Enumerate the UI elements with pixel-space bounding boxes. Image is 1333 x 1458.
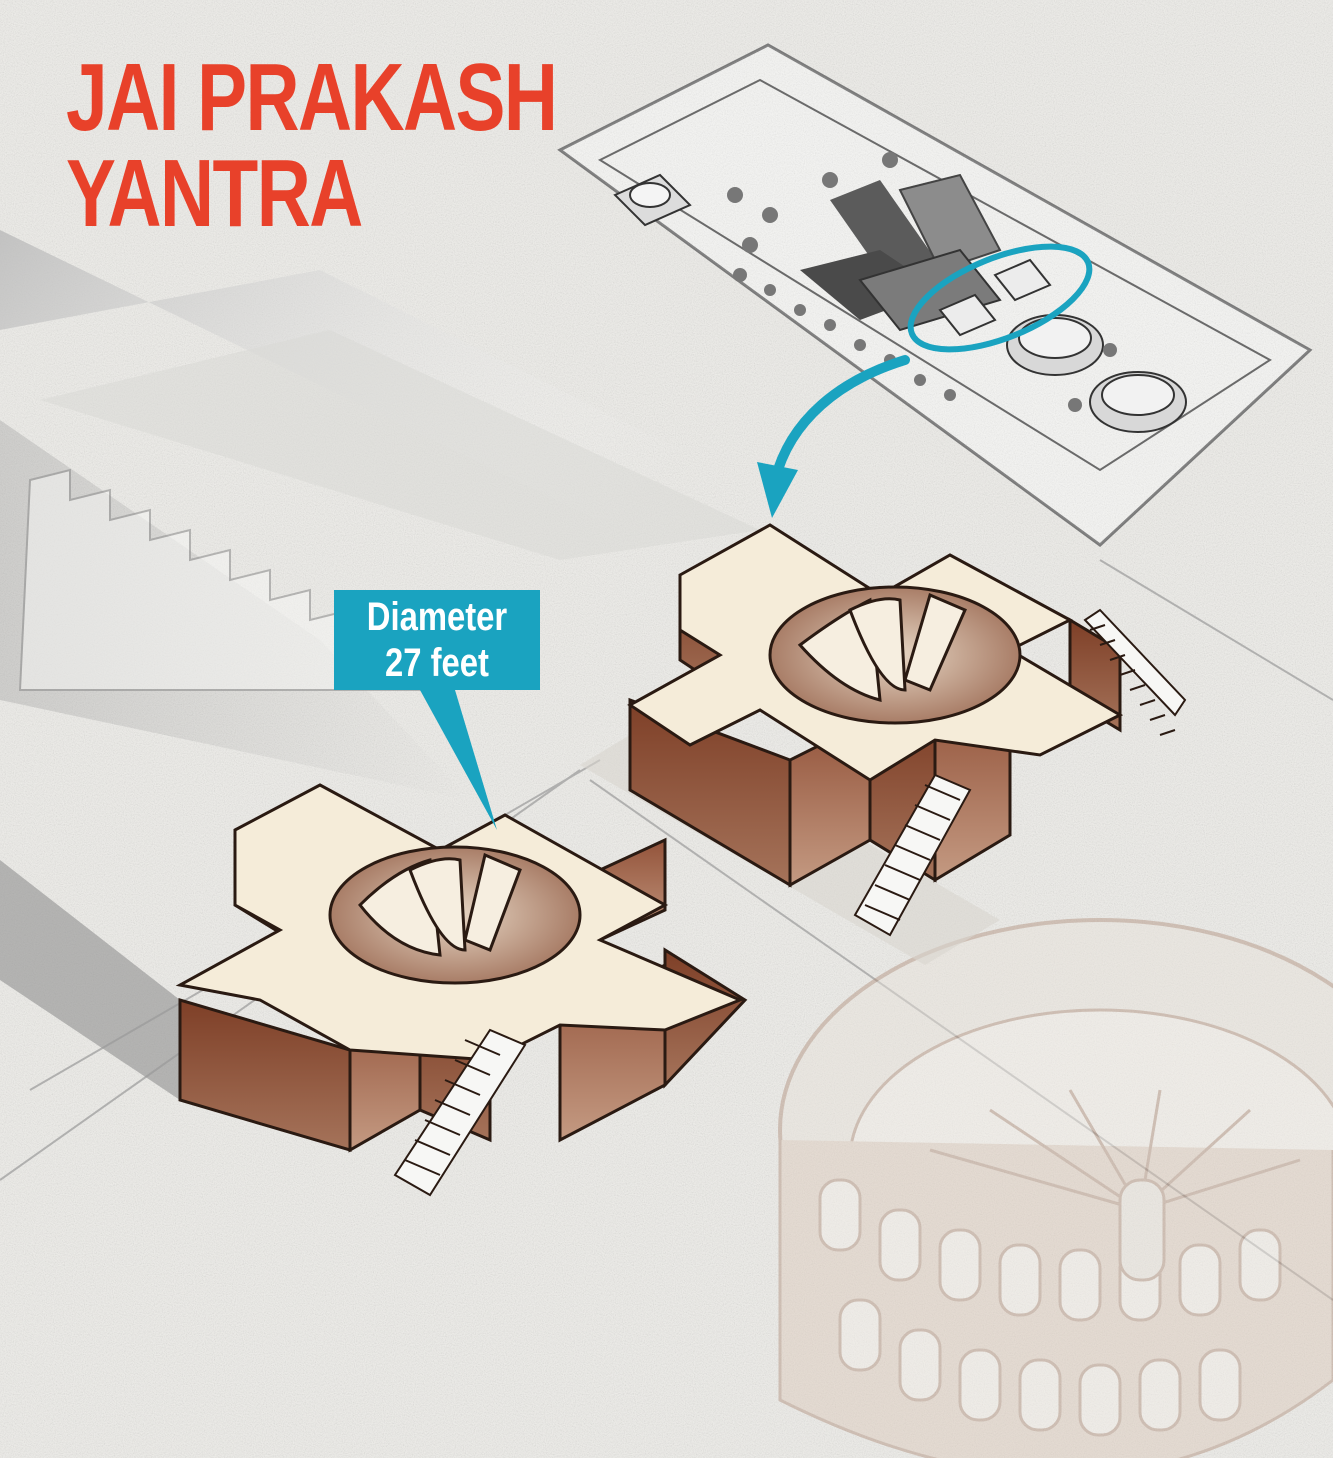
site-map-highlight-ring: [907, 243, 1093, 353]
callout-pointer: [420, 690, 497, 830]
site-map-inset: [557, 43, 1313, 547]
ram-yantra-ghost: [778, 918, 1333, 1458]
background-ramp-wall: [0, 230, 780, 1100]
diameter-callout: Diameter 27 feet: [334, 590, 540, 690]
site-map-jai-prakash: [938, 258, 1052, 337]
site-map-small-yantra: [613, 173, 692, 227]
jai-prakash-structure-right: [580, 523, 1187, 965]
title-line-2: YANTRA: [66, 140, 363, 247]
page-title: JAI PRAKASH YANTRA: [66, 44, 558, 247]
callout-line-2: 27 feet: [385, 641, 489, 685]
pointer-arrow: [757, 355, 910, 518]
title-line-1: JAI PRAKASH: [66, 44, 558, 151]
jai-prakash-structure-left: [175, 783, 748, 1197]
callout-line-1: Diameter: [366, 595, 508, 639]
